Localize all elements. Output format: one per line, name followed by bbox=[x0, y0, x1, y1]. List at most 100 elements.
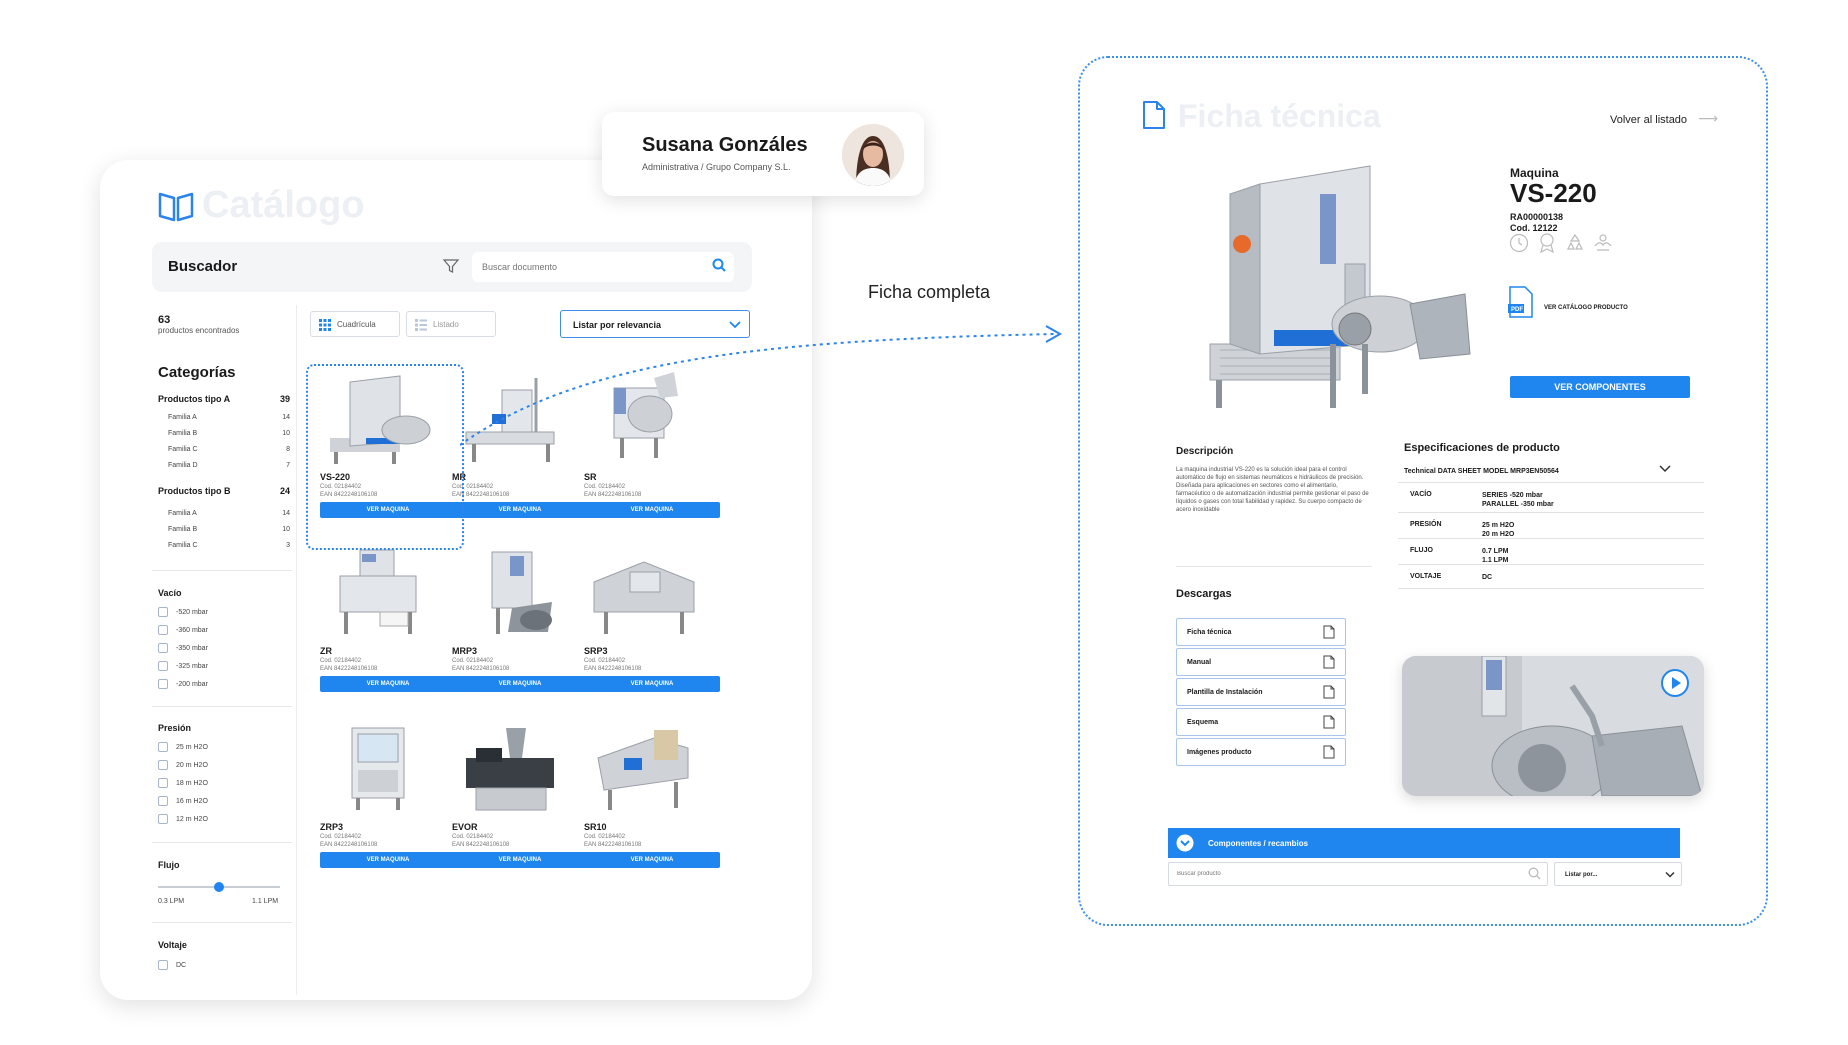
product-search-input[interactable] bbox=[1168, 862, 1548, 886]
specs-title: Especificaciones de producto bbox=[1404, 442, 1560, 454]
catalog-download-link[interactable]: VER CATÁLOGO PRODUCTO bbox=[1544, 305, 1628, 311]
view-machine-button[interactable]: VER MAQUINA bbox=[584, 852, 720, 868]
checkbox[interactable] bbox=[158, 960, 168, 970]
divider bbox=[152, 706, 292, 707]
view-machine-button[interactable]: VER MAQUINA bbox=[452, 502, 588, 518]
avatar[interactable] bbox=[842, 124, 904, 186]
category-group-b[interactable]: Productos tipo B bbox=[158, 486, 231, 496]
view-grid-button[interactable]: Cuadrícula bbox=[310, 311, 400, 337]
svg-text:PDF: PDF bbox=[1511, 307, 1523, 313]
search-icon[interactable] bbox=[1528, 867, 1541, 880]
checkbox[interactable] bbox=[158, 643, 168, 653]
view-machine-button[interactable]: VER MAQUINA bbox=[320, 502, 456, 518]
view-machine-button[interactable]: VER MAQUINA bbox=[584, 502, 720, 518]
checkbox-label: 20 m H2O bbox=[176, 762, 208, 769]
specs-header[interactable]: Technical DATA SHEET MODEL MRP3EN50564 bbox=[1404, 468, 1559, 475]
chevron-down-icon[interactable] bbox=[1658, 462, 1672, 476]
product-image[interactable] bbox=[320, 718, 436, 814]
view-machine-button[interactable]: VER MAQUINA bbox=[584, 676, 720, 692]
sidebar-separator bbox=[296, 305, 297, 995]
components-bar-label: Componentes / recambios bbox=[1208, 839, 1309, 848]
product-image[interactable] bbox=[452, 542, 568, 638]
family-item[interactable]: Familia A bbox=[168, 414, 197, 421]
grid-icon bbox=[319, 319, 331, 331]
user-card[interactable]: Susana Gonzáles Administrativa / Grupo C… bbox=[602, 112, 924, 196]
download-item[interactable]: Esquema bbox=[1176, 708, 1346, 736]
list-select[interactable]: Listar por... bbox=[1554, 862, 1682, 886]
view-machine-button[interactable]: VER MAQUINA bbox=[452, 676, 588, 692]
sort-select[interactable]: Listar por relevancia bbox=[560, 310, 750, 338]
checkbox-label: 25 m H2O bbox=[176, 744, 208, 751]
document-icon bbox=[1323, 625, 1335, 639]
download-item[interactable]: Imágenes producto bbox=[1176, 738, 1346, 766]
flujo-slider-thumb[interactable] bbox=[214, 882, 224, 892]
checkbox[interactable] bbox=[158, 742, 168, 752]
checkbox[interactable] bbox=[158, 679, 168, 689]
arrow-right-icon[interactable]: ⟶ bbox=[1698, 110, 1719, 126]
product-image[interactable] bbox=[320, 542, 436, 638]
product-name: ZRP3 bbox=[320, 822, 344, 832]
family-count: 10 bbox=[282, 430, 290, 437]
video-player[interactable] bbox=[1402, 656, 1704, 796]
view-machine-button[interactable]: VER MAQUINA bbox=[452, 852, 588, 868]
pdf-icon[interactable]: PDF bbox=[1508, 286, 1534, 318]
play-icon[interactable] bbox=[1660, 668, 1690, 698]
checkbox[interactable] bbox=[158, 661, 168, 671]
document-icon bbox=[1323, 685, 1335, 699]
view-machine-button[interactable]: VER MAQUINA bbox=[320, 676, 456, 692]
product-image[interactable] bbox=[584, 718, 700, 814]
download-item[interactable]: Ficha técnica bbox=[1176, 618, 1346, 646]
checkbox[interactable] bbox=[158, 760, 168, 770]
product-image[interactable] bbox=[584, 542, 700, 638]
category-group-b-count: 24 bbox=[279, 486, 290, 496]
category-group-a[interactable]: Productos tipo A bbox=[158, 394, 231, 404]
checkbox[interactable] bbox=[158, 607, 168, 617]
family-item[interactable]: Familia C bbox=[168, 446, 198, 453]
search-icon[interactable] bbox=[712, 258, 726, 272]
product-ean: EAN 8422248106108 bbox=[584, 666, 642, 672]
video-thumbnail bbox=[1402, 656, 1704, 796]
product-ean: EAN 8422248106108 bbox=[584, 842, 642, 848]
family-item[interactable]: Familia B bbox=[168, 430, 198, 437]
download-item[interactable]: Manual bbox=[1176, 648, 1346, 676]
family-item[interactable]: Familia A bbox=[168, 510, 197, 517]
components-bar[interactable]: Componentes / recambios bbox=[1168, 828, 1680, 858]
product-image[interactable] bbox=[584, 368, 700, 464]
checkbox-label: -360 mbar bbox=[176, 627, 208, 634]
family-count: 3 bbox=[286, 542, 290, 549]
product-image[interactable] bbox=[452, 368, 568, 464]
view-machine-button[interactable]: VER MAQUINA bbox=[320, 852, 456, 868]
product-image[interactable] bbox=[452, 718, 568, 814]
search-bar: Buscador bbox=[152, 242, 752, 292]
product-cod: Cod. 02184402 bbox=[320, 658, 362, 664]
checkbox[interactable] bbox=[158, 625, 168, 635]
back-link[interactable]: Volver al listado bbox=[1610, 114, 1688, 126]
family-item[interactable]: Familia C bbox=[168, 542, 198, 549]
product-ref: RA00000138 bbox=[1510, 212, 1564, 222]
view-list-button[interactable]: Listado bbox=[406, 311, 496, 337]
spec-label: PRESIÓN bbox=[1410, 521, 1442, 528]
family-item[interactable]: Familia D bbox=[168, 462, 198, 469]
checkbox[interactable] bbox=[158, 778, 168, 788]
checkbox[interactable] bbox=[158, 796, 168, 806]
download-item[interactable]: Plantilla de Instalación bbox=[1176, 678, 1346, 706]
checkbox[interactable] bbox=[158, 814, 168, 824]
spec-label: FLUJO bbox=[1410, 547, 1433, 554]
spec-label: VACÍO bbox=[1410, 491, 1432, 498]
filter-icon[interactable] bbox=[442, 257, 460, 275]
view-components-button[interactable]: VER COMPONENTES bbox=[1510, 376, 1690, 398]
family-item[interactable]: Familia B bbox=[168, 526, 198, 533]
product-image[interactable] bbox=[320, 368, 436, 464]
product-cod: Cod. 02184402 bbox=[320, 834, 362, 840]
product-ean: EAN 8422248106108 bbox=[452, 666, 510, 672]
search-input[interactable] bbox=[472, 252, 734, 282]
